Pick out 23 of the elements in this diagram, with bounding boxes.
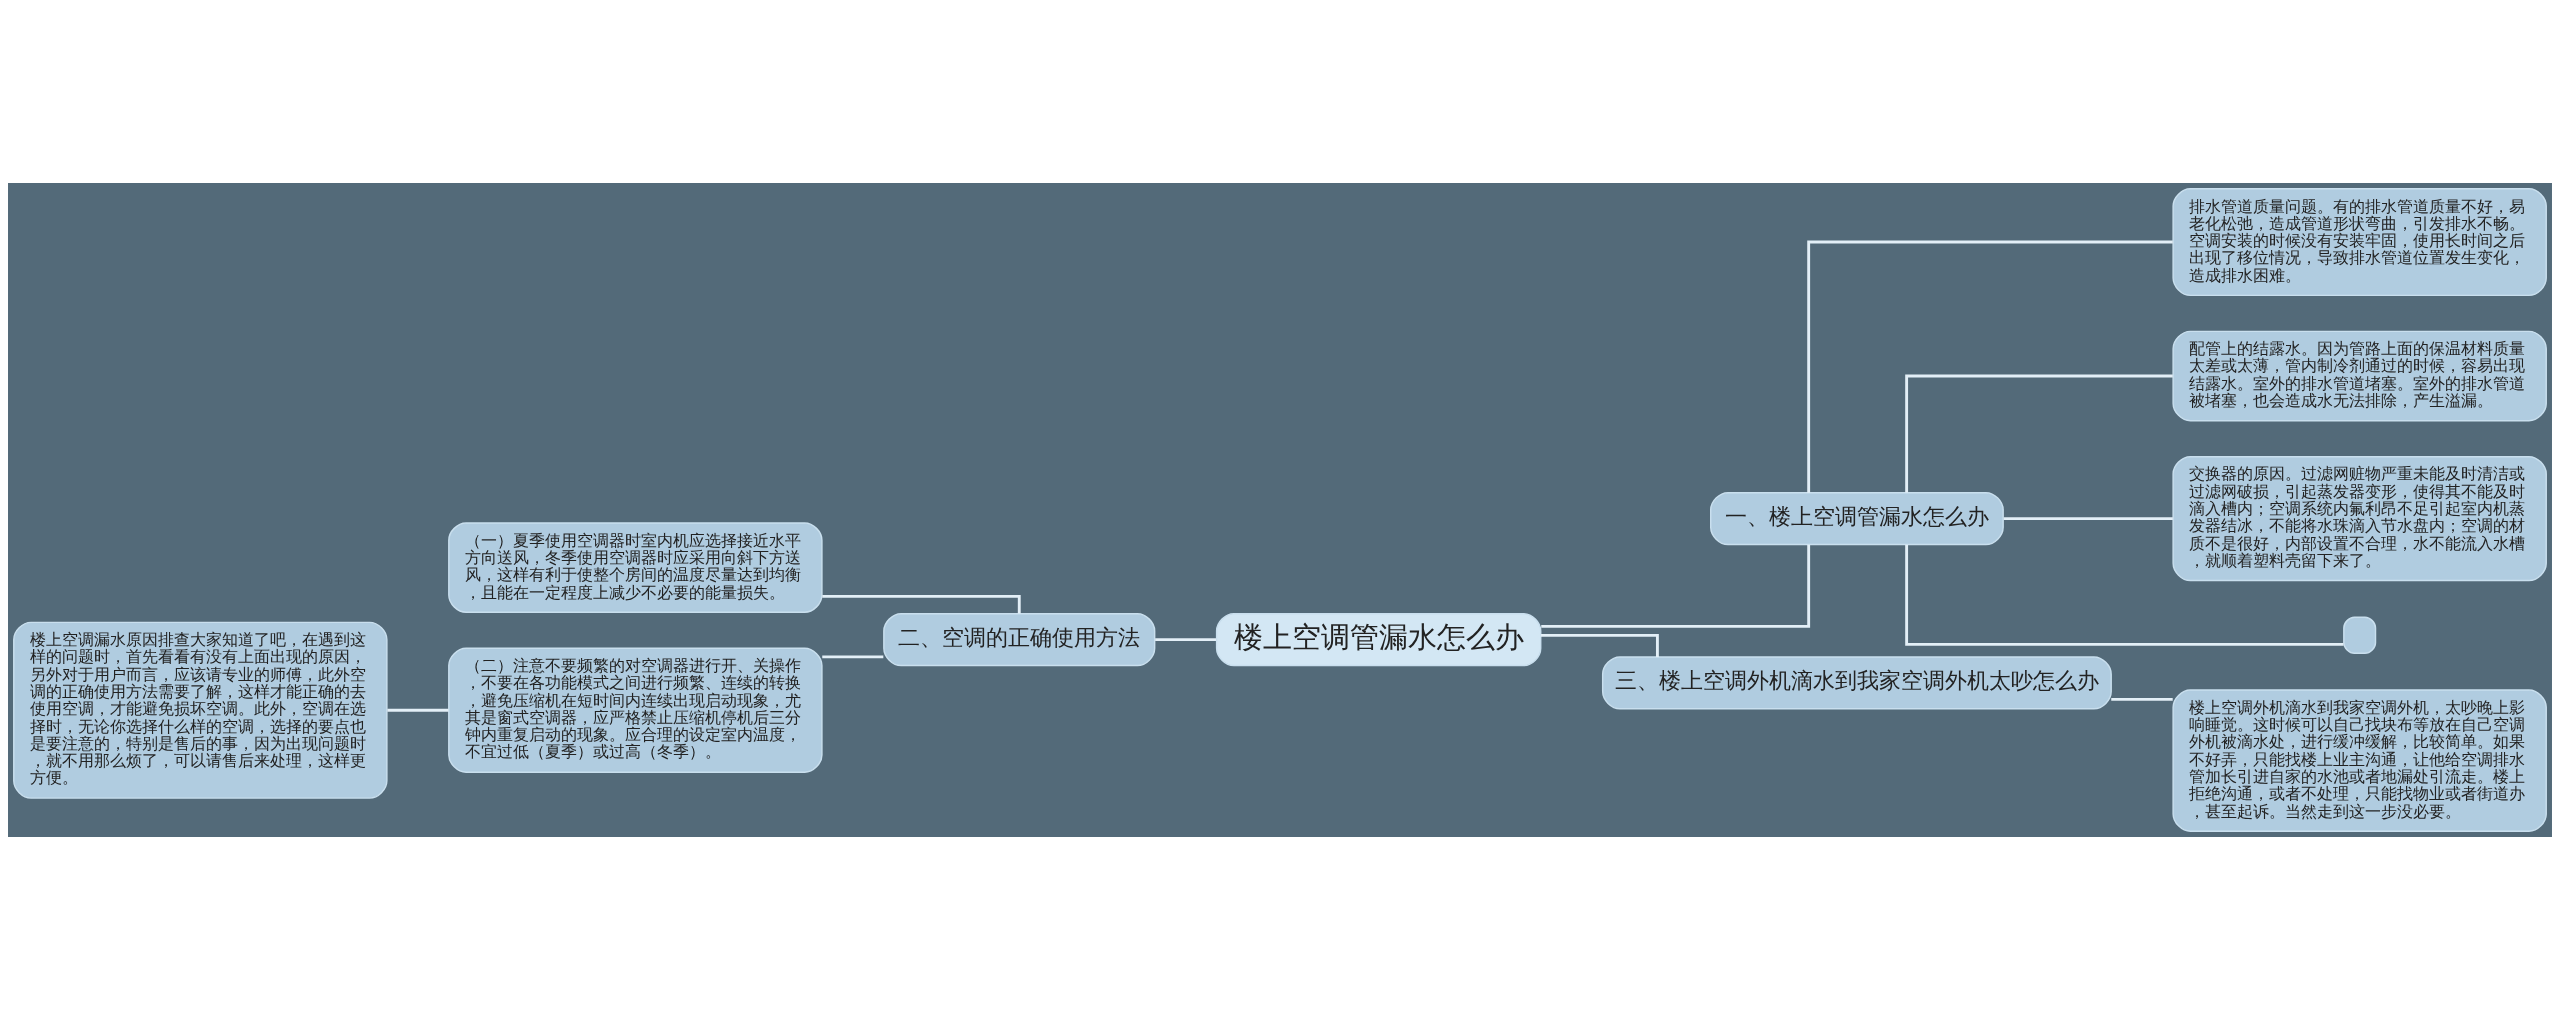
connector bbox=[1541, 544, 1811, 628]
connector bbox=[1540, 633, 1659, 657]
node-box: （二）注意不要频繁的对空调器进行开、关操作，不要在各功能模式之间进行频繁、连续的转换，避免压缩机在短时间内连续出现启动现象，尤其是窗式空调器，应严格禁止压缩机停机后三分钟内重复启动的现象。应合理的设定室内温度，不宜过低（夏季）或过高（冬季）。 bbox=[448, 647, 823, 773]
node-box: 楼上空调管漏水怎么办 bbox=[1215, 612, 1542, 666]
connector bbox=[1807, 240, 2173, 493]
connector bbox=[387, 708, 449, 712]
connector bbox=[1905, 544, 2344, 646]
node-box: （一）夏季使用空调器时室内机应选择接近水平方向送风，冬季使用空调器时应采用向斜下方送风，这样有利于使整个房间的温度尽量达到均衡，且能在一定程度上减少不必要的能量损失。 bbox=[448, 521, 823, 613]
connector bbox=[2003, 516, 2173, 520]
node-box bbox=[2343, 616, 2377, 654]
node-box: 楼上空调外机滴水到我家空调外机，太吵晚上影响睡觉。这时候可以自己找块布等放在自己空调外机被滴水处，进行缓冲缓解，比较简单。如果不好弄，只能找楼上业主沟通，让他给空调排水管加长引进自家的水池或者地漏处引流走。楼上拒绝沟通，或者不处理，只能找物业或者街道办，甚至起诉。当然走到这一步没必要。 bbox=[2172, 688, 2547, 832]
node-box: 一、楼上空调管漏水怎么办 bbox=[1710, 491, 2004, 545]
node-box: 二、空调的正确使用方法 bbox=[883, 612, 1156, 666]
connector bbox=[1155, 637, 1216, 641]
node-box: 排水管道质量问题。有的排水管道质量不好，易老化松弛，造成管道形状弯曲，引发排水不畅。空调安装的时候没有安装牢固，使用长时间之后出现了移位情况，导致排水管道位置发生变化，造成排水困难。 bbox=[2172, 187, 2547, 296]
node-box: 楼上空调漏水原因排查大家知道了吧，在遇到这样的问题时，首先看看有没有上面出现的原因，另外对于用户而言，应该请专业的师傅，此外空调的正确使用方法需要了解，这样才能正确的去使用空调，才能避免损坏空调。此外，空调在选择时，无论你选择什么样的空调，选择的要点也是要注意的，特别是售后的事，因为出现问题时，就不用那么烦了，可以请售后来处理，这样更方便。 bbox=[13, 621, 388, 799]
connector bbox=[1905, 374, 2173, 492]
connector bbox=[822, 594, 1021, 613]
connector bbox=[822, 655, 884, 658]
connector bbox=[2111, 697, 2173, 701]
node-box: 三、楼上空调外机滴水到我家空调外机太吵怎么办 bbox=[1601, 655, 2112, 709]
node-box: 交换器的原因。过滤网赃物严重未能及时清洁或过滤网破损，引起蒸发器变形，使得其不能及时滴入槽内；空调系统内氟利昂不足引起室内机蒸发器结冰，不能将水珠滴入节水盘内；空调的材质不是很好，内部设置不合理，水不能流入水槽，就顺着塑料壳留下来了。 bbox=[2172, 455, 2547, 581]
node-box: 配管上的结露水。因为管路上面的保温材料质量太差或太薄，管内制冷剂通过的时候，容易出现结露水。室外的排水管道堵塞。室外的排水管道被堵塞，也会造成水无法排除，产生溢漏。 bbox=[2172, 330, 2547, 421]
